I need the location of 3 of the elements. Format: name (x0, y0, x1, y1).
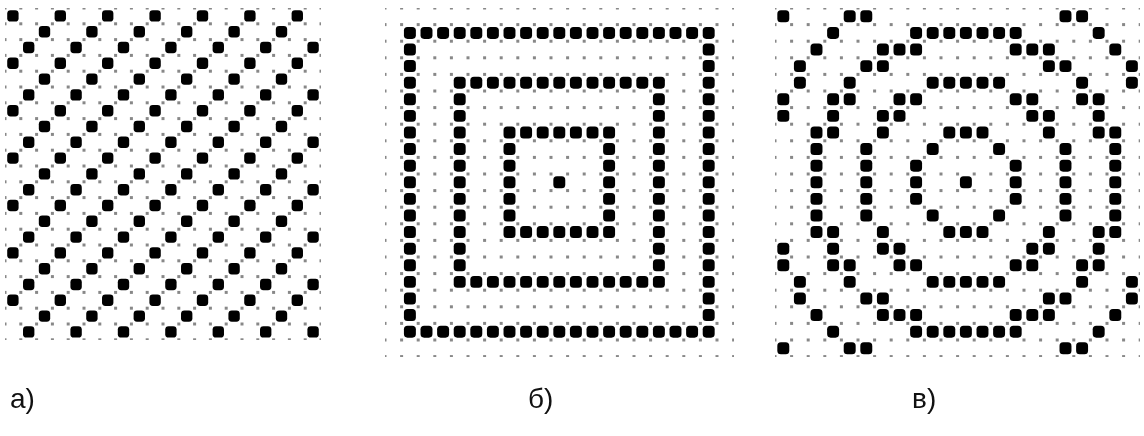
panel-label: в) (912, 382, 937, 416)
panel-label: б) (528, 382, 554, 416)
panel-label: а) (10, 382, 35, 416)
